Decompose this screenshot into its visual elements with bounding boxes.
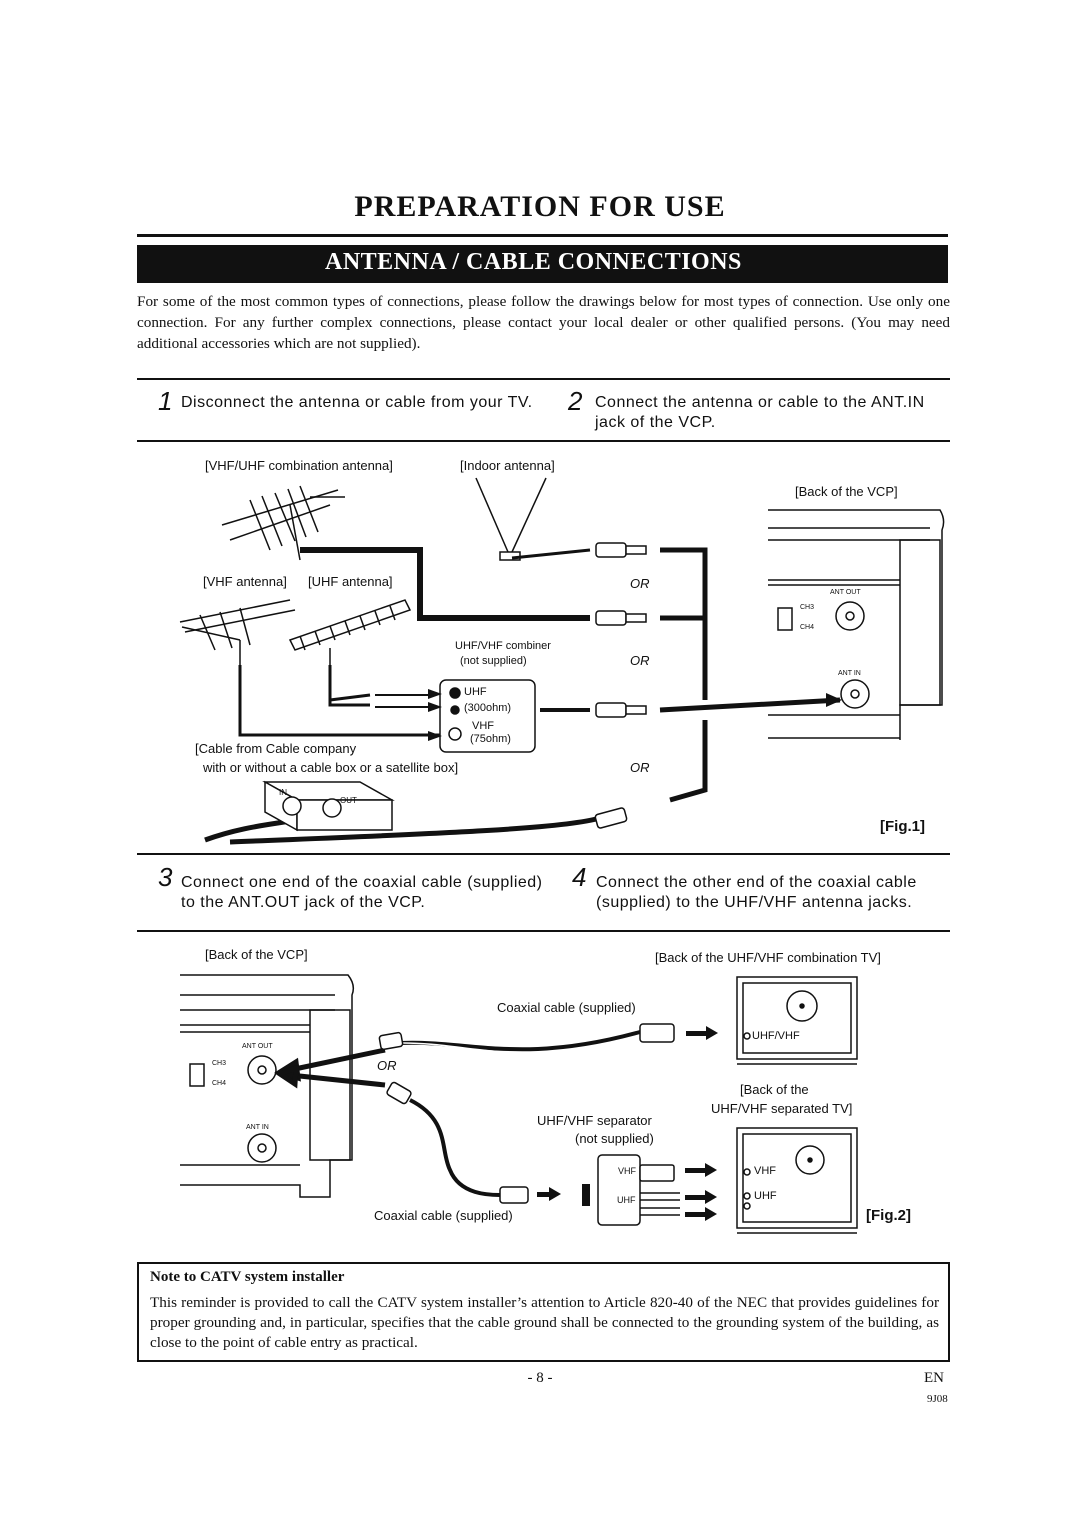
section-divider — [137, 930, 950, 932]
fig1-combiner-uhf: UHF — [464, 686, 487, 698]
note-heading: Note to CATV system installer — [150, 1269, 345, 1285]
fig2-label: [Fig.2] — [866, 1207, 911, 1224]
section-divider — [137, 853, 950, 855]
fig2-coaxial-label: Coaxial cable (supplied) — [497, 1000, 636, 1015]
fig2-separator-label: UHF/VHF separator — [537, 1113, 652, 1128]
note-body: This reminder is provided to call the CA… — [150, 1294, 939, 1351]
fig1-combiner-label: UHF/VHF combiner — [455, 640, 551, 652]
fig2-tv-vhf-jack: VHF — [754, 1165, 776, 1177]
fig2-ch4-label: CH4 — [212, 1080, 227, 1087]
fig1-ant-out-label: ANT OUT — [830, 589, 861, 596]
vhf-antenna-icon — [179, 599, 296, 665]
language-code: EN — [924, 1370, 944, 1386]
page-number: - 8 - — [527, 1370, 553, 1386]
fig1-box-out-label: OUT — [340, 796, 357, 805]
separator-icon — [597, 1154, 680, 1226]
fig2-combo-tv-label: [Back of the UHF/VHF combination TV] — [655, 950, 881, 965]
fig1-cable-company-label: [Cable from Cable company — [195, 741, 357, 756]
fig2-ch3-label: CH3 — [212, 1060, 227, 1067]
section-banner-text: ANTENNA / CABLE CONNECTIONS — [325, 249, 742, 275]
fig1-or-label: OR — [630, 576, 650, 591]
coaxial-plug-icon — [594, 542, 647, 829]
section-divider — [137, 440, 950, 442]
fig1-vhf-antenna-label: [VHF antenna] — [203, 574, 287, 589]
fig2-separator-uhf: UHF — [617, 1195, 636, 1205]
vcp-back-panel — [768, 509, 945, 740]
step-1-number: 1 — [158, 386, 173, 416]
document-code: 9J08 — [927, 1393, 948, 1405]
fig1-uhf-antenna-label: [UHF antenna] — [308, 574, 393, 589]
step-4-text: Connect the other end of the coaxial cab… — [596, 874, 917, 911]
fig2-separated-tv-label: UHF/VHF separated TV] — [711, 1101, 853, 1116]
step-4-number: 4 — [572, 862, 587, 892]
fig1-box-in-label: IN — [279, 788, 287, 797]
step-3-text: Connect one end of the coaxial cable (su… — [181, 874, 543, 911]
section-banner: ANTENNA / CABLE CONNECTIONS — [137, 245, 948, 283]
fig1-label: [Fig.1] — [880, 818, 925, 835]
step-2-text: Connect the antenna or cable to the ANT.… — [595, 394, 925, 431]
intro-paragraph: For some of the most common types of con… — [137, 293, 950, 352]
fig1-combiner-note: (not supplied) — [460, 655, 527, 667]
coaxial-plug-icon — [378, 1023, 675, 1204]
fig2-uhf-vhf-jack-label: UHF/VHF — [752, 1030, 800, 1042]
fig1-ant-in-label: ANT IN — [838, 670, 861, 677]
fig2-back-of-the-label: [Back of the — [740, 1082, 809, 1097]
fig2-or-label: OR — [377, 1058, 397, 1073]
cable-box-icon — [262, 780, 395, 832]
fig2-back-of-vcp-label: [Back of the VCP] — [205, 947, 308, 962]
fig2-ant-in-label: ANT IN — [246, 1124, 269, 1131]
fig2-tv-uhf-jack: UHF — [754, 1190, 777, 1202]
fig1-cable-company-label-2: with or without a cable box or a satelli… — [203, 760, 459, 775]
uhf-antenna-icon — [288, 599, 412, 665]
combiner-icon — [439, 679, 536, 753]
section-divider — [137, 378, 950, 380]
fig1-combination-antenna-label: [VHF/UHF combination antenna] — [205, 458, 393, 473]
combo-tv-back — [736, 976, 858, 1065]
fig1-combiner-uhf-ohm: (300ohm) — [464, 702, 512, 714]
vcp-back-panel — [180, 974, 355, 1198]
fig1-combiner-vhf: VHF — [472, 720, 494, 732]
catv-note-box: Note to CATV system installer This remin… — [137, 1262, 950, 1362]
combination-antenna-icon — [221, 485, 345, 561]
fig1-back-of-vcp-label: [Back of the VCP] — [795, 484, 898, 499]
title-divider — [137, 234, 948, 237]
fig1-ch4-label: CH4 — [800, 624, 815, 631]
fig2-coaxial-label-2: Coaxial cable (supplied) — [374, 1208, 513, 1223]
separated-tv-back — [736, 1127, 858, 1234]
step-2-number: 2 — [568, 386, 583, 416]
page-title: PREPARATION FOR USE — [354, 190, 726, 223]
step-1-text: Disconnect the antenna or cable from you… — [181, 394, 533, 411]
fig1-combiner-vhf-ohm: (75ohm) — [470, 733, 511, 745]
fig1-or-label: OR — [630, 760, 650, 775]
fig2-separator-vhf: VHF — [618, 1166, 636, 1176]
indoor-antenna-icon — [475, 477, 547, 561]
step-3-number: 3 — [158, 862, 173, 892]
fig1-or-label: OR — [630, 653, 650, 668]
fig1-ch3-label: CH3 — [800, 604, 815, 611]
fig2-ant-out-label: ANT OUT — [242, 1043, 273, 1050]
fig1-indoor-antenna-label: [Indoor antenna] — [460, 458, 555, 473]
fig2-separator-note: (not supplied) — [575, 1131, 654, 1146]
